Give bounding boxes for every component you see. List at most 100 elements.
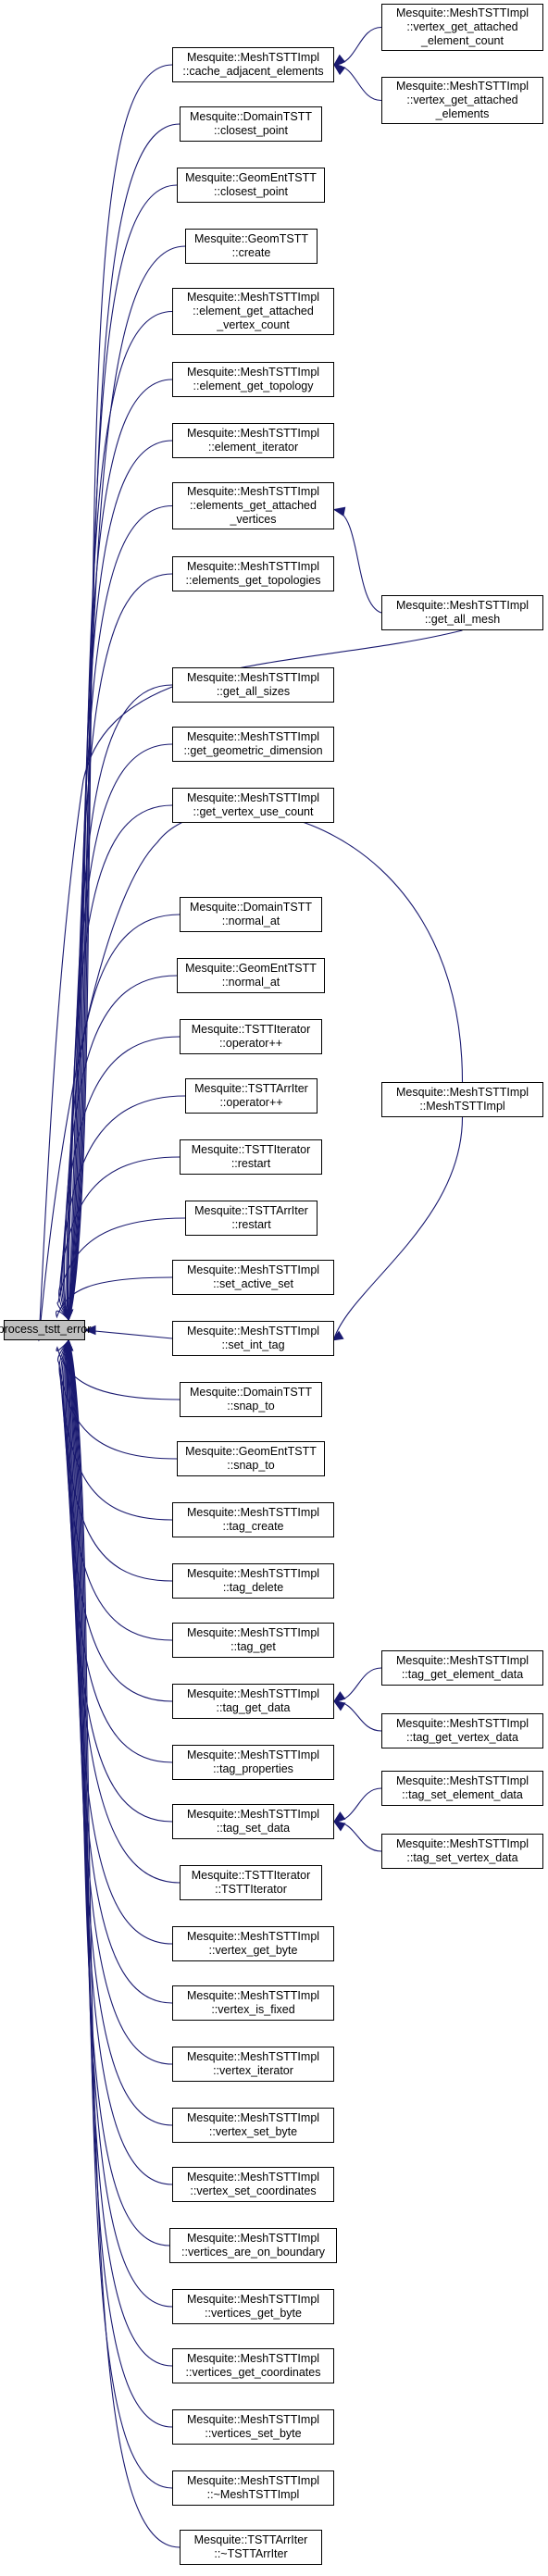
edge-arrowhead bbox=[332, 1691, 346, 1702]
node-label-line: ::vertices_are_on_boundary bbox=[181, 2246, 325, 2259]
node-vertex-is-fixed[interactable]: Mesquite::MeshTSTTImpl::vertex_is_fixed bbox=[172, 1985, 334, 2021]
node-domain-normal-at[interactable]: Mesquite::DomainTSTT::normal_at bbox=[180, 897, 322, 932]
node-label-line: Mesquite::TSTTArrIter bbox=[193, 2532, 308, 2546]
node-label-line: Mesquite::TSTTIterator bbox=[191, 1022, 311, 1036]
node-label-line: ::tag_get_element_data bbox=[401, 1668, 524, 1681]
node-vertices-set-byte[interactable]: Mesquite::MeshTSTTImpl::vertices_set_byt… bbox=[172, 2409, 334, 2445]
node-label-line: Mesquite::DomainTSTT bbox=[190, 1385, 312, 1399]
edge-arrowhead bbox=[332, 1821, 346, 1832]
edge-get-all-mesh-to-elements-get-attached-vertices bbox=[333, 508, 382, 614]
node-tsttiterator-ctor[interactable]: Mesquite::TSTTIterator::TSTTIterator bbox=[180, 1865, 322, 1900]
node-label-line: ::snap_to bbox=[227, 1400, 275, 1412]
node-vertex-get-byte[interactable]: Mesquite::MeshTSTTImpl::vertex_get_byte bbox=[172, 1926, 334, 1961]
node-elements-get-attached-vertices[interactable]: Mesquite::MeshTSTTImpl::elements_get_att… bbox=[172, 482, 334, 529]
edge-tag-set-element-data-to-tag-set-data bbox=[333, 1787, 382, 1823]
node-vertices-get-byte[interactable]: Mesquite::MeshTSTTImpl::vertices_get_byt… bbox=[172, 2289, 334, 2324]
node-label-line: ::element_iterator bbox=[207, 441, 299, 454]
node-geoment-closest-point[interactable]: Mesquite::GeomEntTSTT::closest_point bbox=[177, 168, 325, 203]
node-element-iterator[interactable]: Mesquite::MeshTSTTImpl::element_iterator bbox=[172, 423, 334, 458]
node-label-line: ::tag_properties bbox=[213, 1762, 293, 1775]
edge-get-all-mesh-to-root bbox=[38, 629, 463, 1341]
node-vertices-are-on-boundary[interactable]: Mesquite::MeshTSTTImpl::vertices_are_on_… bbox=[169, 2228, 337, 2263]
edge-tsttarriter-dtor-to-root bbox=[68, 1339, 181, 2548]
node-meshtsttimpl-ctor[interactable]: Mesquite::MeshTSTTImpl::MeshTSTTImpl bbox=[381, 1082, 543, 1117]
edge-arrowhead bbox=[332, 1811, 346, 1823]
node-label-line: ::vertex_get_attached bbox=[406, 93, 518, 106]
node-label-line: ::closest_point bbox=[214, 185, 288, 198]
node-label-line: Mesquite::MeshTSTTImpl bbox=[395, 1085, 529, 1099]
node-element-get-attached-vertex-count[interactable]: Mesquite::MeshTSTTImpl::element_get_atta… bbox=[172, 288, 334, 335]
edge-meshtsttimpl-ctor-to-root bbox=[38, 810, 464, 1341]
edge-arrowhead bbox=[332, 506, 346, 516]
node-label-line: Mesquite::TSTTIterator bbox=[191, 1142, 311, 1156]
node-get-vertex-use-count[interactable]: Mesquite::MeshTSTTImpl::get_vertex_use_c… bbox=[172, 788, 334, 823]
edge-arrowhead bbox=[83, 1325, 96, 1336]
node-tsttiterator-operatorpp[interactable]: Mesquite::TSTTIterator::operator++ bbox=[180, 1019, 322, 1054]
edge-geoment-normal-at-to-root bbox=[62, 975, 178, 1321]
node-label-line: Mesquite::MeshTSTTImpl bbox=[395, 1773, 529, 1787]
node-label-line: Mesquite::TSTTIterator bbox=[191, 1868, 311, 1882]
node-vertex-get-attached-element-count[interactable]: Mesquite::MeshTSTTImpl::vertex_get_attac… bbox=[381, 4, 543, 51]
node-meshtsttimpl-dtor[interactable]: Mesquite::MeshTSTTImpl::~MeshTSTTImpl bbox=[172, 2470, 334, 2506]
edge-element-get-attached-vertex-count-to-root bbox=[68, 310, 173, 1321]
node-geoment-snap-to[interactable]: Mesquite::GeomEntTSTT::snap_to bbox=[177, 1441, 325, 1476]
node-domain-snap-to[interactable]: Mesquite::DomainTSTT::snap_to bbox=[180, 1382, 322, 1417]
node-label-line: Mesquite::MeshTSTTImpl bbox=[186, 2110, 320, 2124]
node-vertex-iterator[interactable]: Mesquite::MeshTSTTImpl::vertex_iterator bbox=[172, 2047, 334, 2082]
node-label-line: _element_count bbox=[421, 34, 504, 48]
node-label-line: Mesquite::MeshTSTTImpl bbox=[186, 1505, 320, 1519]
node-set-int-tag[interactable]: Mesquite::MeshTSTTImpl::set_int_tag bbox=[172, 1321, 334, 1356]
edge-tsttiterator-restart-to-root bbox=[58, 1156, 181, 1321]
node-label-line: Mesquite::MeshTSTTImpl bbox=[186, 1686, 320, 1700]
node-label-line: Mesquite::MeshTSTTImpl bbox=[186, 426, 320, 440]
node-set-active-set[interactable]: Mesquite::MeshTSTTImpl::set_active_set bbox=[172, 1260, 334, 1295]
node-tag-delete[interactable]: Mesquite::MeshTSTTImpl::tag_delete bbox=[172, 1563, 334, 1599]
edge-arrowhead bbox=[332, 64, 346, 76]
node-label-line: ::tag_delete bbox=[222, 1581, 284, 1594]
node-element-get-topology[interactable]: Mesquite::MeshTSTTImpl::element_get_topo… bbox=[172, 362, 334, 397]
node-vertex-set-coordinates[interactable]: Mesquite::MeshTSTTImpl::vertex_set_coord… bbox=[172, 2167, 334, 2202]
node-get-geometric-dimension[interactable]: Mesquite::MeshTSTTImpl::get_geometric_di… bbox=[172, 727, 334, 762]
node-label-line: ::normal_at bbox=[221, 915, 280, 927]
node-domain-closest-point[interactable]: Mesquite::DomainTSTT::closest_point bbox=[180, 106, 322, 142]
node-label-line: Mesquite::MeshTSTTImpl bbox=[186, 2170, 320, 2184]
node-label-line: _vertex_count bbox=[217, 318, 290, 332]
node-cache-adjacent-elements[interactable]: Mesquite::MeshTSTTImpl::cache_adjacent_e… bbox=[172, 47, 334, 82]
node-label-line: ::MeshTSTTImpl bbox=[419, 1100, 505, 1113]
node-label-line: ::closest_point bbox=[214, 124, 288, 137]
node-tag-set-data[interactable]: Mesquite::MeshTSTTImpl::tag_set_data bbox=[172, 1804, 334, 1839]
node-label-line: ::set_int_tag bbox=[221, 1338, 285, 1351]
node-label-line: ::create bbox=[231, 246, 271, 259]
node-label-line: Mesquite::MeshTSTTImpl bbox=[186, 729, 320, 743]
edge-arrowhead bbox=[332, 54, 346, 66]
node-tag-properties[interactable]: Mesquite::MeshTSTTImpl::tag_properties bbox=[172, 1745, 334, 1780]
node-vertex-get-attached-elements[interactable]: Mesquite::MeshTSTTImpl::vertex_get_attac… bbox=[381, 77, 543, 124]
node-tag-create[interactable]: Mesquite::MeshTSTTImpl::tag_create bbox=[172, 1502, 334, 1537]
node-tag-get-data[interactable]: Mesquite::MeshTSTTImpl::tag_get_data bbox=[172, 1684, 334, 1719]
node-elements-get-topologies[interactable]: Mesquite::MeshTSTTImpl::elements_get_top… bbox=[172, 556, 334, 591]
node-tag-set-vertex-data[interactable]: Mesquite::MeshTSTTImpl::tag_set_vertex_d… bbox=[381, 1834, 543, 1869]
node-label-line: ::tag_set_vertex_data bbox=[406, 1851, 518, 1864]
node-tag-get[interactable]: Mesquite::MeshTSTTImpl::tag_get bbox=[172, 1623, 334, 1658]
node-geom-create[interactable]: Mesquite::GeomTSTT::create bbox=[185, 229, 318, 264]
node-tag-get-vertex-data[interactable]: Mesquite::MeshTSTTImpl::tag_get_vertex_d… bbox=[381, 1713, 543, 1748]
node-tsttiterator-restart[interactable]: Mesquite::TSTTIterator::restart bbox=[180, 1139, 322, 1175]
node-label-line: Mesquite::GeomEntTSTT bbox=[185, 170, 317, 184]
node-get-all-mesh[interactable]: Mesquite::MeshTSTTImpl::get_all_mesh bbox=[381, 595, 543, 630]
node-label-line: ::get_all_sizes bbox=[216, 685, 291, 698]
edge-tsttarriter-restart-to-root bbox=[56, 1217, 186, 1321]
node-geoment-normal-at[interactable]: Mesquite::GeomEntTSTT::normal_at bbox=[177, 958, 325, 993]
node-vertex-set-byte[interactable]: Mesquite::MeshTSTTImpl::vertex_set_byte bbox=[172, 2108, 334, 2143]
node-tsttarriter-restart[interactable]: Mesquite::TSTTArrIter::restart bbox=[185, 1201, 318, 1236]
node-label-line: Mesquite::MeshTSTTImpl bbox=[395, 1653, 529, 1667]
edge-domain-closest-point-to-root bbox=[68, 123, 181, 1321]
node-tsttarriter-dtor[interactable]: Mesquite::TSTTArrIter::~TSTTArrIter bbox=[180, 2530, 322, 2565]
node-label-line: Mesquite::MeshTSTTImpl bbox=[395, 1716, 529, 1730]
node-tag-get-element-data[interactable]: Mesquite::MeshTSTTImpl::tag_get_element_… bbox=[381, 1650, 543, 1686]
node-label-line: Mesquite::MeshTSTTImpl bbox=[186, 1929, 320, 1943]
node-vertices-get-coordinates[interactable]: Mesquite::MeshTSTTImpl::vertices_get_coo… bbox=[172, 2348, 334, 2383]
node-get-all-sizes[interactable]: Mesquite::MeshTSTTImpl::get_all_sizes bbox=[172, 667, 334, 703]
node-tsttarriter-operatorpp[interactable]: Mesquite::TSTTArrIter::operator++ bbox=[185, 1078, 318, 1114]
node-tag-set-element-data[interactable]: Mesquite::MeshTSTTImpl::tag_set_element_… bbox=[381, 1771, 543, 1806]
node-label-line: ::tag_set_element_data bbox=[402, 1788, 523, 1801]
